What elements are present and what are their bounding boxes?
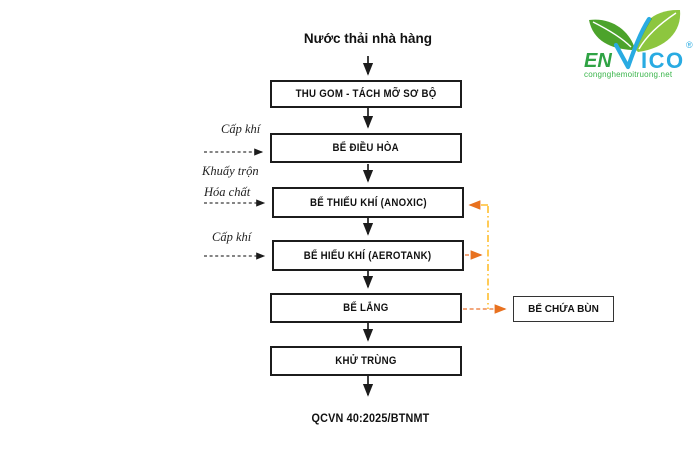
process-box-thu-gom-label: THU GOM - TÁCH MỠ SƠ BỘ: [295, 88, 437, 100]
logo-left-leaf-icon: [589, 19, 634, 50]
logo-text-en: EN: [584, 50, 612, 72]
process-box-khu-trung-label: KHỬ TRÙNG: [335, 355, 397, 367]
process-box-dieu-hoa: BỂ ĐIỀU HÒA: [270, 133, 462, 163]
effluent-standard-text: QCVN 40:2025/BTNMT: [311, 411, 429, 425]
air-supply-label-aerotank: Cấp khí: [212, 230, 252, 244]
chemical-label-anoxic: Hóa chất: [204, 185, 251, 199]
logo-registered-mark: ®: [686, 40, 693, 50]
logo-text-ico: ICO: [641, 48, 685, 73]
process-box-lang: BỂ LẮNG: [270, 293, 462, 323]
process-box-khu-trung: KHỬ TRÙNG: [270, 346, 462, 376]
process-box-anoxic: BỂ THIẾU KHÍ (ANOXIC): [272, 187, 464, 218]
process-box-aerotank: BỂ HIẾU KHÍ (AEROTANK): [272, 240, 464, 271]
influent-label: Nước thải nhà hàng: [303, 31, 433, 46]
logo-right-leaf-vein: [638, 12, 677, 50]
logo-v-stroke: [613, 16, 652, 70]
mixing-label-anoxic: Khuấy trộn: [202, 164, 259, 178]
logo-website: congnghemoitruong.net: [584, 70, 673, 79]
logo-left-leaf-vein: [592, 21, 632, 48]
logo-right-leaf-icon: [636, 9, 681, 52]
air-supply-label-dieuhoa: Cấp khí: [221, 122, 261, 136]
sludge-tank-label: BỂ CHỨA BÙN: [528, 303, 599, 315]
effluent-standard-label: QCVN 40:2025/BTNMT: [264, 411, 476, 425]
process-box-thu-gom: THU GOM - TÁCH MỠ SƠ BỘ: [270, 80, 462, 108]
process-box-aerotank-label: BỂ HIẾU KHÍ (AEROTANK): [304, 249, 432, 262]
sludge-tank-box: BỂ CHỨA BÙN: [513, 296, 614, 322]
process-box-dieu-hoa-label: BỂ ĐIỀU HÒA: [332, 142, 400, 154]
envico-logo: EN ICO ® congnghemoitruong.net: [584, 9, 693, 79]
process-box-anoxic-label: BỂ THIẾU KHÍ (ANOXIC): [309, 196, 427, 209]
process-box-lang-label: BỂ LẮNG: [343, 302, 389, 314]
